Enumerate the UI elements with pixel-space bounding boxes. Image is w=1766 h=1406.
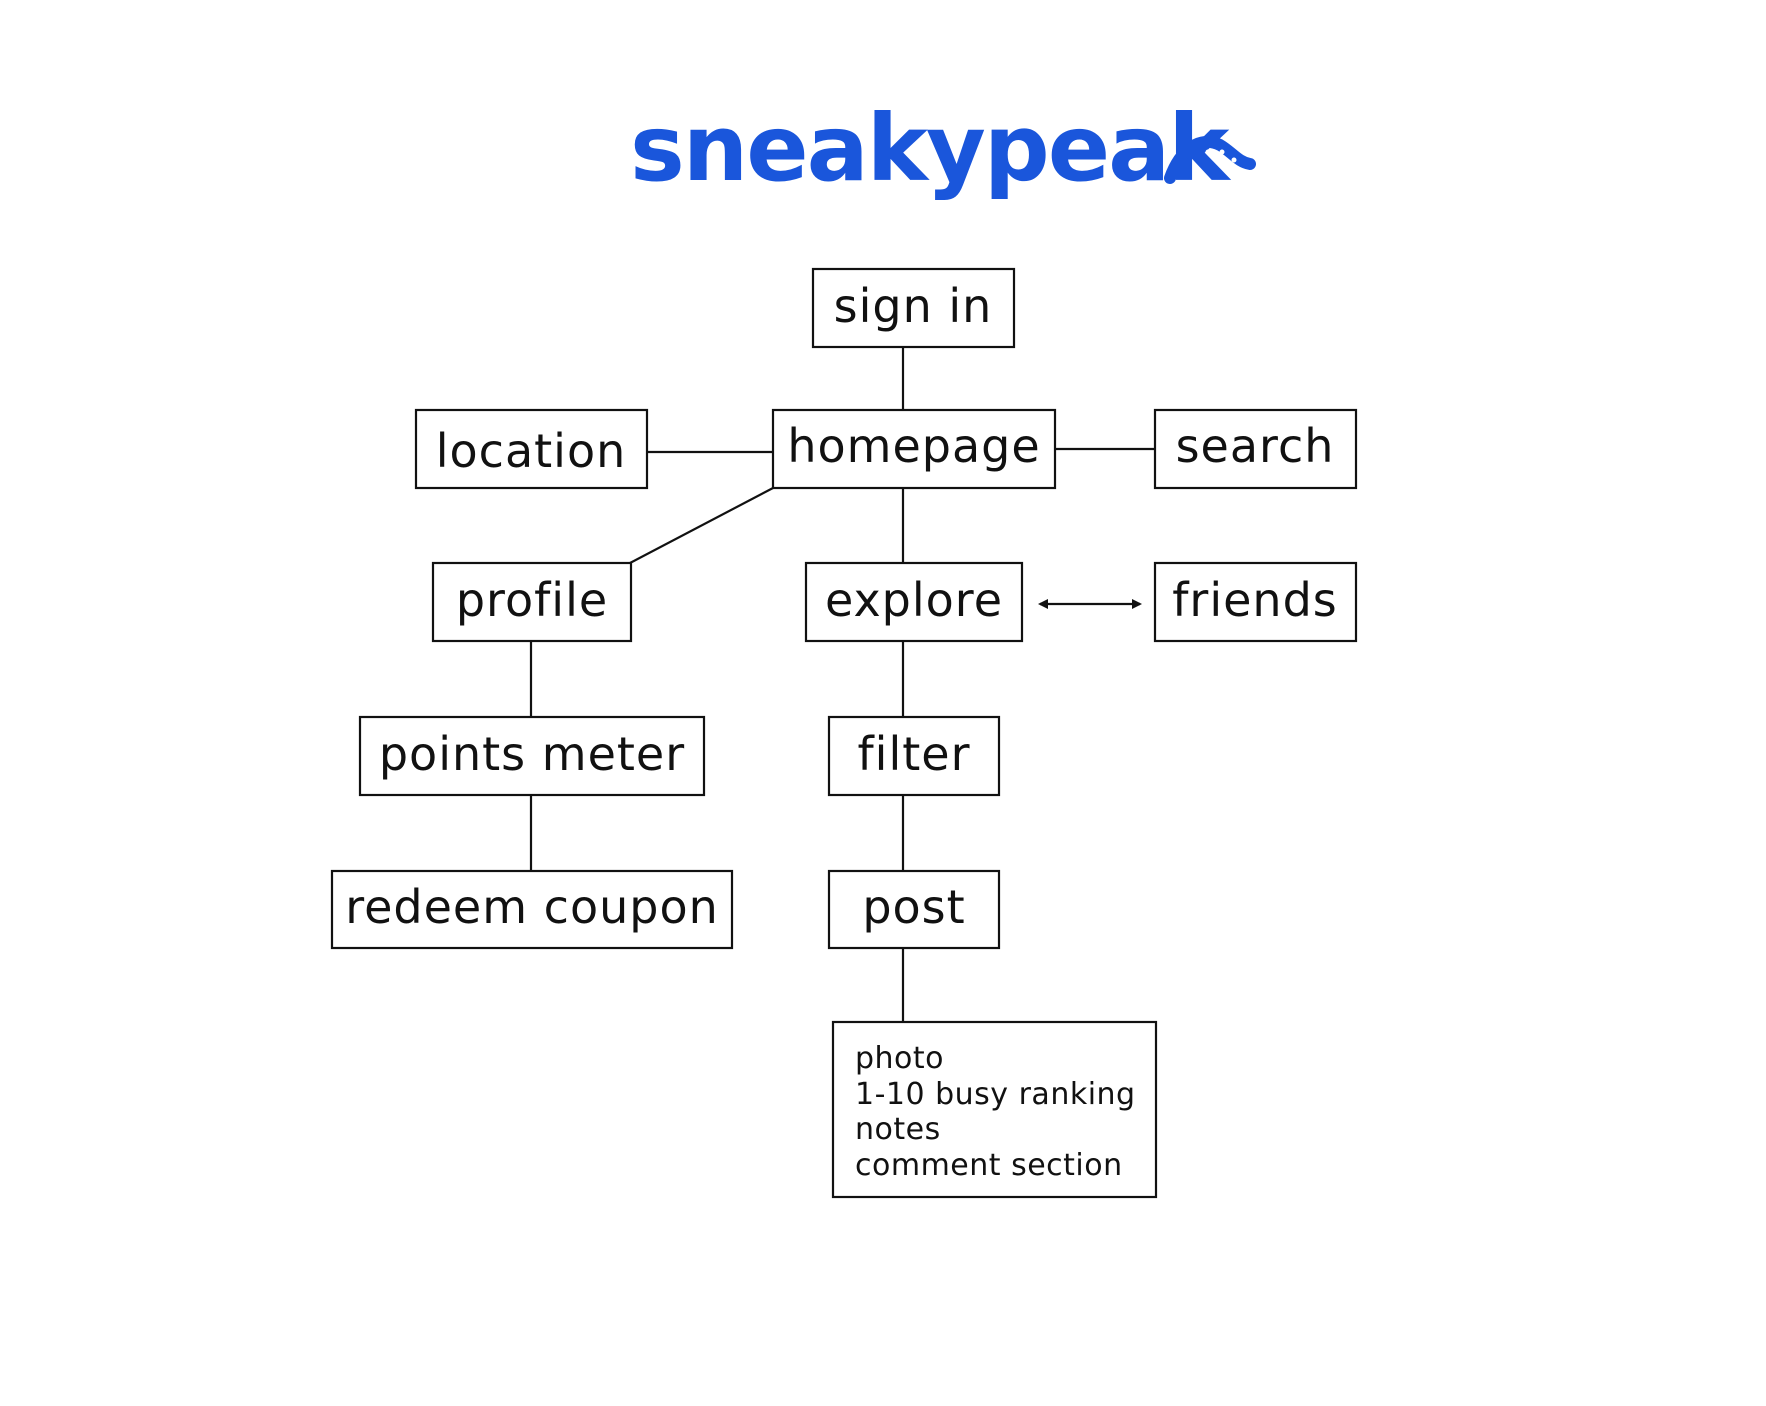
tentacle-dot-icon: [1219, 149, 1225, 155]
node-redeem-coupon: redeem coupon: [330, 869, 734, 950]
node-homepage: homepage: [771, 408, 1057, 490]
node-points-meter-label: points meter: [379, 727, 685, 781]
tentacle-dot-icon: [1205, 149, 1211, 155]
node-post: post: [827, 869, 1001, 950]
tentacle-icon: [1164, 135, 1256, 184]
diagram-edges: [529, 347, 1155, 1022]
post-detail-line: comment section: [855, 1148, 1123, 1183]
node-filter: filter: [827, 715, 1001, 797]
node-post-label: post: [862, 880, 965, 934]
sneakypeak-logo: sneakypeak: [630, 95, 1256, 202]
node-post-details: photo 1-10 busy ranking notes comment se…: [831, 1020, 1158, 1199]
node-friends-label: friends: [1172, 573, 1338, 627]
post-detail-line: photo: [855, 1041, 944, 1076]
logo-wordmark: sneakypeak: [630, 95, 1231, 202]
node-explore: explore: [804, 561, 1024, 643]
tentacle-dot-icon: [1231, 157, 1237, 163]
node-sign-in-label: sign in: [834, 279, 993, 333]
node-points-meter: points meter: [358, 715, 706, 797]
node-sign-in: sign in: [811, 267, 1016, 349]
node-profile: profile: [431, 561, 633, 643]
node-filter-label: filter: [857, 727, 970, 781]
node-friends: friends: [1153, 561, 1358, 643]
node-location: location: [414, 408, 649, 490]
node-homepage-label: homepage: [787, 419, 1040, 473]
node-profile-label: profile: [456, 573, 608, 627]
node-search-label: search: [1176, 419, 1335, 473]
post-detail-line: notes: [855, 1112, 941, 1147]
node-search: search: [1153, 408, 1358, 490]
node-redeem-coupon-label: redeem coupon: [345, 880, 719, 934]
post-detail-line: 1-10 busy ranking: [855, 1077, 1136, 1112]
node-explore-label: explore: [825, 573, 1003, 627]
node-location-label: location: [436, 424, 627, 478]
edge-homepage-profile: [629, 487, 774, 564]
